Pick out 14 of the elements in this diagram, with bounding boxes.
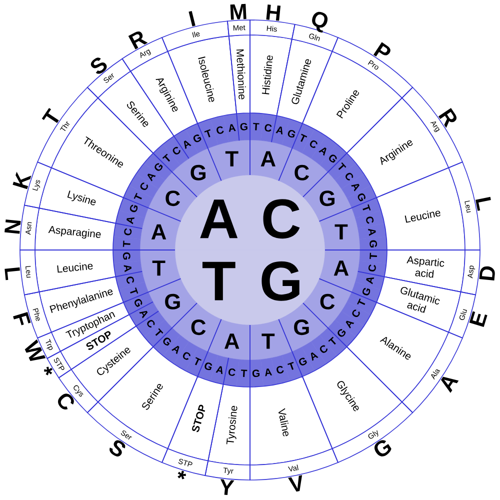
amino-acid-code: N bbox=[4, 219, 21, 234]
base-sector: T bbox=[208, 140, 250, 181]
codon-base: A bbox=[260, 358, 277, 386]
codon-base: A bbox=[358, 223, 386, 240]
base-sector: T bbox=[140, 250, 181, 292]
base-sector: T bbox=[250, 319, 292, 360]
amino-acid-code: L bbox=[4, 267, 20, 280]
amino-acid-code: D bbox=[479, 266, 495, 281]
amino-acid-code: M bbox=[230, 4, 246, 20]
codon-base: G bbox=[236, 112, 250, 141]
base-sector: T bbox=[319, 208, 360, 250]
amino-acid-code: H bbox=[266, 4, 281, 21]
amino-acid-code: Y bbox=[220, 479, 234, 495]
amino-acid-code: * bbox=[44, 366, 53, 376]
